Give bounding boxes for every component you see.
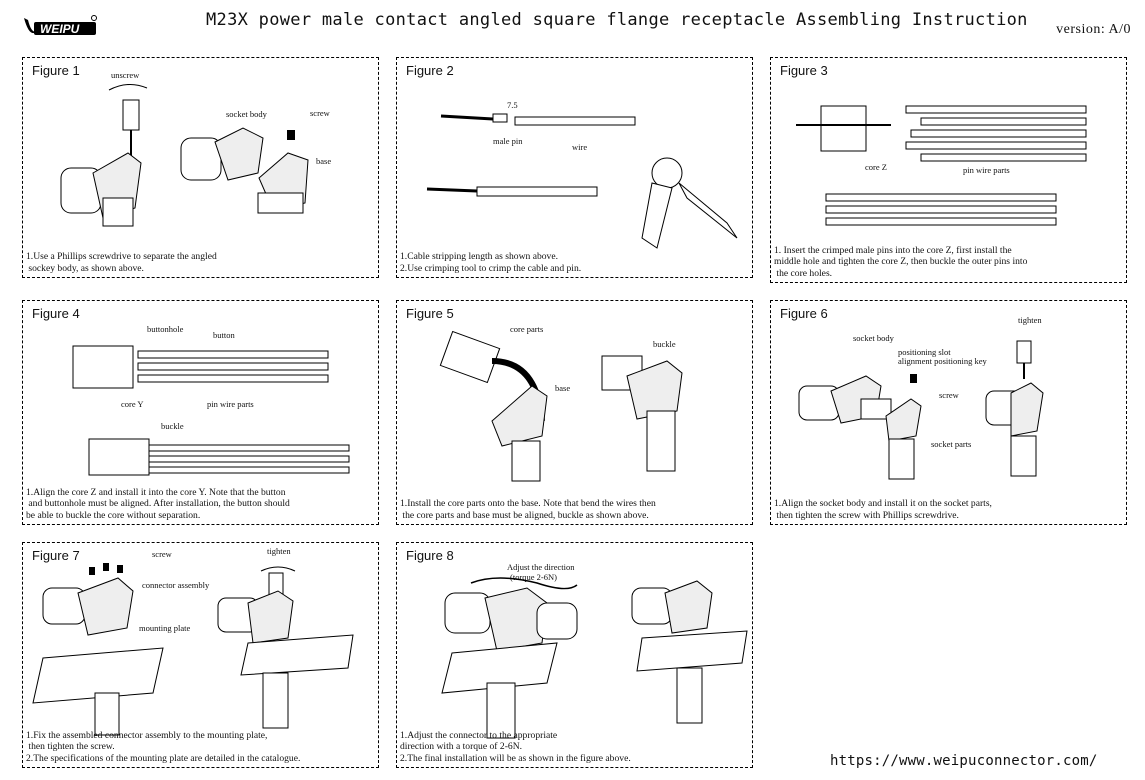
svg-text:WEIPU: WEIPU (40, 22, 80, 36)
callout-wire: wire (572, 142, 587, 152)
figure-1-panel: Figure 1 unscrew socket body screw base … (22, 57, 379, 278)
callout-base: base (555, 383, 570, 393)
callout-screw: screw (310, 108, 331, 118)
figure-label: Figure 7 (32, 548, 80, 563)
figure-7-caption: 1.Fix the assembled connector assembly t… (26, 729, 301, 764)
callout-strip-length: 7.5 (507, 100, 518, 110)
figure-8-caption: 1.Adjust the connector to the appropriat… (400, 729, 631, 764)
version-label: version: A/0 (1056, 22, 1131, 37)
figure-6-illustration: tighten socket body positioning slot ali… (798, 315, 1044, 480)
figure-2-caption: 1.Cable stripping length as shown above.… (400, 251, 582, 274)
figure-8-panel: Figure 8 Adjust the direction (torque 2-… (396, 542, 753, 768)
callout-socket-body: socket body (853, 333, 895, 343)
callout-socket-body: socket body (226, 109, 268, 119)
figure-5-caption: 1.Install the core parts onto the base. … (400, 498, 656, 521)
figure-label: Figure 1 (32, 63, 80, 78)
callout-core-y: core Y (121, 399, 144, 409)
page-title: M23X power male contact angled square fl… (206, 10, 1028, 30)
callout-pin-wire-parts: pin wire parts (207, 399, 254, 409)
figure-2-illustration: 7.5 male pin wire (426, 100, 738, 249)
figure-label: Figure 3 (780, 63, 828, 78)
figure-6-caption: 1.Align the socket body and install it o… (774, 498, 992, 521)
callout-screw: screw (152, 549, 173, 559)
figure-5-illustration: core parts base buckle (439, 324, 683, 482)
callout-buckle: buckle (161, 421, 184, 431)
figure-6-panel: Figure 6 tighten socket body positioning… (770, 300, 1127, 525)
figure-2-panel: Figure 2 7.5 male pin wire 1.Cable strip… (396, 57, 753, 278)
callout-base: base (316, 156, 331, 166)
callout-positioning-slot: positioning slot (898, 347, 951, 357)
website-url[interactable]: https://www.weipuconnector.com/ (830, 753, 1098, 769)
figure-4-illustration: buttonhole button core Y pin wire parts … (72, 324, 350, 476)
figure-7-panel: Figure 7 screw tighten connector assembl… (22, 542, 379, 768)
figure-1-illustration: unscrew socket body screw base (60, 70, 331, 227)
header: WEIPU M23X power male contact angled squ… (0, 0, 1145, 48)
figure-4-caption: 1.Align the core Z and install it into t… (26, 486, 290, 521)
callout-pin-wire-parts: pin wire parts (963, 165, 1010, 175)
figure-5-panel: Figure 5 core parts base buckle 1.Instal… (396, 300, 753, 525)
callout-buttonhole: buttonhole (147, 324, 184, 334)
figure-label: Figure 5 (406, 306, 454, 321)
callout-unscrew: unscrew (111, 70, 140, 80)
callout-male-pin: male pin (493, 136, 523, 146)
callout-button: button (213, 330, 235, 340)
figure-3-panel: Figure 3 core Z pin wire parts 1. Insert… (770, 57, 1127, 283)
figure-label: Figure 8 (406, 548, 454, 563)
weipu-logo: WEIPU (20, 10, 100, 40)
figure-8-illustration: Adjust the direction (torque 2-6N) (441, 562, 748, 739)
figure-label: Figure 4 (32, 306, 80, 321)
callout-torque: (torque 2-6N) (510, 572, 557, 582)
callout-alignment-key: alignment positioning key (898, 356, 988, 366)
callout-buckle: buckle (653, 339, 676, 349)
figure-label: Figure 2 (406, 63, 454, 78)
callout-socket-parts: socket parts (931, 439, 971, 449)
figure-4-panel: Figure 4 buttonhole button core Y pin wi… (22, 300, 379, 525)
callout-mounting-plate: mounting plate (139, 623, 190, 633)
figure-1-caption: 1.Use a Phillips screwdrive to separate … (26, 251, 217, 274)
callout-core-z: core Z (865, 162, 887, 172)
figure-label: Figure 6 (780, 306, 828, 321)
figure-3-caption: 1. Insert the crimped male pins into the… (774, 244, 1028, 279)
callout-connector-assembly: connector assembly (142, 580, 210, 590)
callout-core-parts: core parts (510, 324, 543, 334)
callout-screw: screw (939, 390, 960, 400)
callout-tighten: tighten (267, 546, 291, 556)
figure-3-illustration: core Z pin wire parts (796, 105, 1087, 226)
callout-tighten: tighten (1018, 315, 1042, 325)
figure-7-illustration: screw tighten connector assembly mountin… (32, 546, 354, 736)
callout-adjust-direction: Adjust the direction (507, 562, 575, 572)
